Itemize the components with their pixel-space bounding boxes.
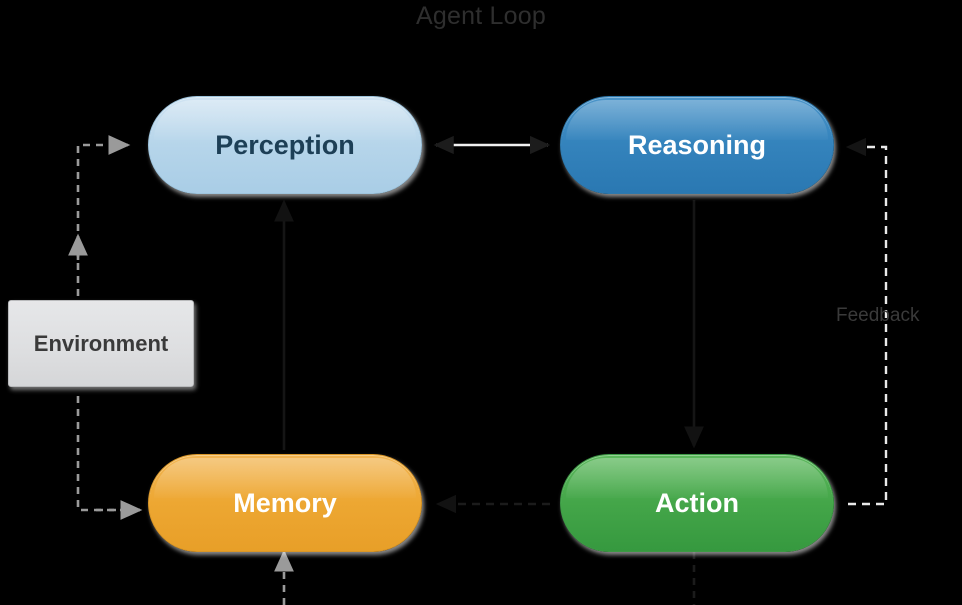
node-reasoning-label: Reasoning	[627, 129, 767, 160]
edge-environment-to-perception	[76, 135, 131, 296]
edge-label-feedback: Feedback	[836, 305, 920, 326]
edge-feedback	[845, 137, 888, 506]
node-perception[interactable]: Perception	[148, 96, 422, 194]
node-reasoning[interactable]: Reasoning	[560, 96, 834, 194]
node-action-label: Action	[655, 487, 739, 518]
node-action[interactable]: Action	[560, 454, 834, 552]
node-environment-label: Environment	[33, 330, 169, 356]
edge-memory-to-environment	[76, 392, 140, 512]
node-environment[interactable]: Environment	[8, 300, 194, 387]
page-title: Agent Loop	[416, 2, 546, 30]
node-memory[interactable]: Memory	[148, 454, 422, 552]
node-perception-label: Perception	[215, 129, 355, 160]
node-memory-label: Memory	[233, 487, 337, 518]
